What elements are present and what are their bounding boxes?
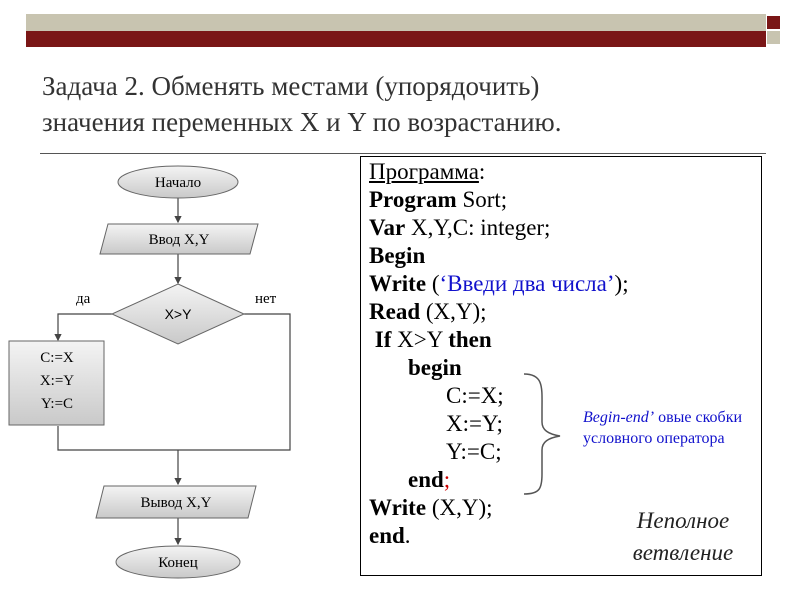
code-read-args: (X,Y); <box>420 299 487 324</box>
code-line-11: Y:=C; <box>446 439 502 464</box>
brace-note: Begin-end’ овые скобки условного операто… <box>583 407 763 449</box>
code-condition: X>Y <box>391 327 449 352</box>
branch-type-label: Неполное ветвление <box>608 505 758 569</box>
kw-write: Write <box>369 271 427 296</box>
brace-note-italic: Begin-end’ <box>583 409 655 426</box>
code-period: . <box>404 523 411 548</box>
title-divider <box>40 153 766 154</box>
code-write-args: (X,Y); <box>426 495 493 520</box>
code-paren-open: ( <box>426 271 440 296</box>
kw-var: Var <box>369 215 406 240</box>
code-line-6: Read (X,Y); <box>369 298 487 326</box>
corner-square-red <box>767 16 780 29</box>
code-line-2: Program Sort; <box>369 186 507 214</box>
start-node: Начало <box>117 165 239 199</box>
condition-label: X>Y <box>165 306 193 322</box>
code-line-9: C:=X; <box>446 383 504 408</box>
code-program-name: Sort; <box>456 187 508 212</box>
code-var-decl: X,Y,C: integer; <box>405 215 551 240</box>
input-node: Ввод X,Y <box>99 223 259 255</box>
swap-node: C:=X X:=Y Y:=C <box>8 340 105 426</box>
header-bar-gray <box>26 14 766 31</box>
program-box <box>360 156 762 576</box>
code-line-10: X:=Y; <box>446 411 503 436</box>
program-heading-colon: : <box>478 159 486 184</box>
flowchart: Начало Ввод X,Y X>Y да нет C:=X X:=Y Y:=… <box>8 165 291 579</box>
kw-begin: Begin <box>369 243 426 268</box>
yes-label: да <box>76 291 91 307</box>
corner-square-gray <box>767 31 780 44</box>
no-label: нет <box>255 291 277 307</box>
kw-if: If <box>369 327 392 352</box>
start-label: Начало <box>155 175 201 191</box>
kw-program: Program <box>369 187 457 212</box>
swap-line-2: X:=Y <box>40 373 74 389</box>
title-line-2: значения переменных X и Y по возрастанию… <box>42 107 562 137</box>
end-node: Конец <box>115 545 241 579</box>
program-heading: Программа <box>369 159 479 184</box>
output-node: Вывод X,Y <box>95 485 257 519</box>
swap-line-3: Y:=C <box>41 396 73 412</box>
swap-line-1: C:=X <box>40 350 74 366</box>
code-line-1: Программа: <box>369 158 485 186</box>
code-line-12: end; <box>408 466 450 494</box>
branch-type-line-2: ветвление <box>632 540 734 565</box>
input-label: Ввод X,Y <box>149 232 210 248</box>
code-line-13: Write (X,Y); <box>369 494 493 522</box>
code-string: ‘Введи два числа’ <box>439 271 615 296</box>
kw-then: then <box>448 327 492 352</box>
end-label: Конец <box>158 555 197 571</box>
branch-type-line-1: Неполное <box>636 508 730 533</box>
title-line-1: Задача 2. Обменять местами (упорядочить) <box>42 71 540 101</box>
code-paren-close: ); <box>614 271 629 296</box>
slide-title: Задача 2. Обменять местами (упорядочить)… <box>42 68 772 140</box>
kw-read: Read <box>369 299 421 324</box>
code-line-3: Var X,Y,C: integer; <box>369 214 550 242</box>
kw-inner-begin: begin <box>408 355 462 380</box>
code-line-14: end. <box>369 522 411 550</box>
code-line-4: Begin <box>369 242 425 270</box>
output-label: Вывод X,Y <box>141 495 212 511</box>
condition-node: X>Y <box>110 283 246 345</box>
kw-write-2: Write <box>369 495 427 520</box>
brace-note-text: овые скобки условного оператора <box>583 409 743 447</box>
header-bar-red <box>26 31 766 47</box>
code-line-7: If X>Y then <box>369 326 492 354</box>
kw-end: end <box>369 523 405 548</box>
kw-inner-end: end <box>408 467 444 492</box>
code-line-5: Write (‘Введи два числа’); <box>369 270 629 298</box>
code-line-8: begin <box>408 354 462 382</box>
code-semicolon: ; <box>443 467 451 492</box>
curly-brace <box>523 373 561 495</box>
